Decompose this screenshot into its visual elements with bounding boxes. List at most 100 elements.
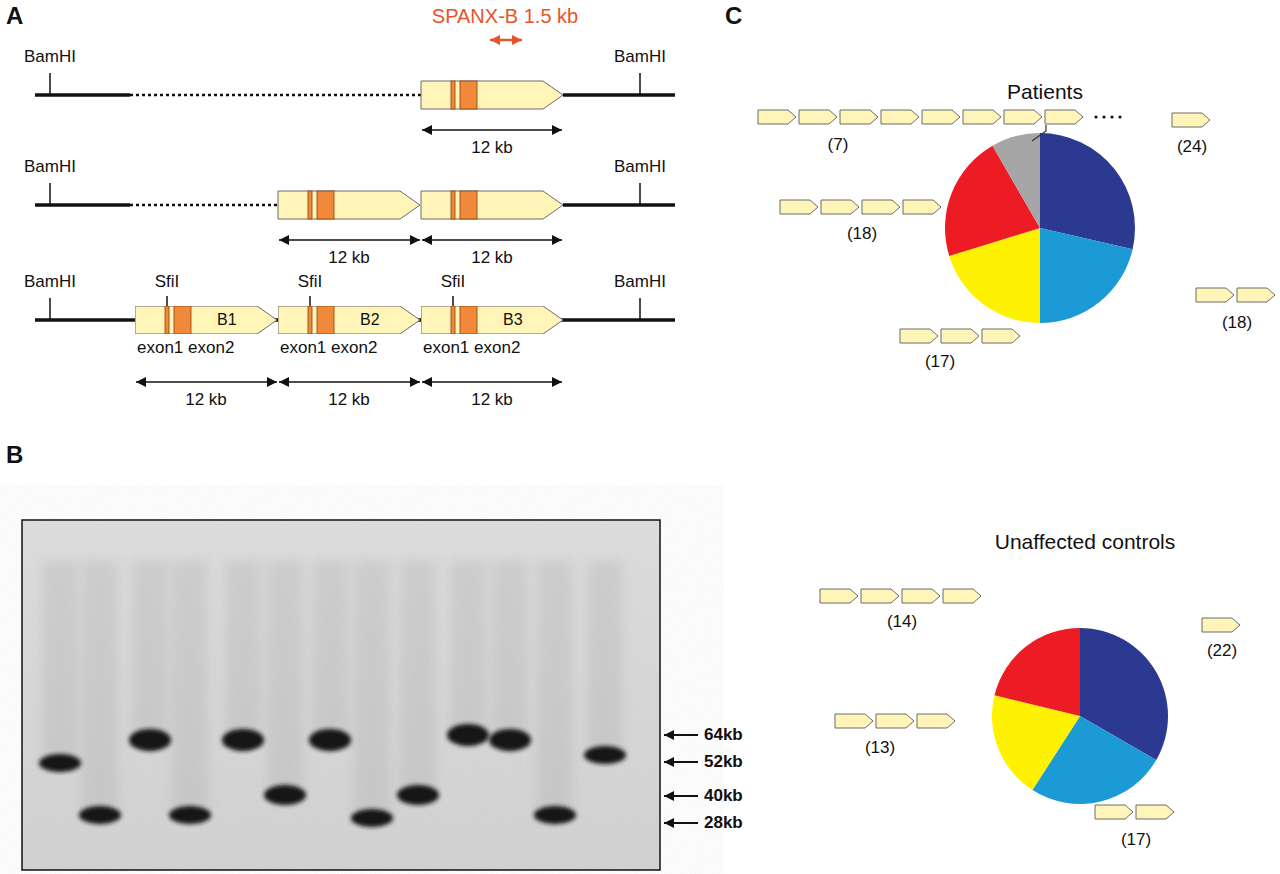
pie-chart [992,628,1168,804]
unit-outline [421,306,563,334]
unit-icon [1095,805,1133,819]
count-label: (22) [1207,642,1237,661]
gene-unit-shape [421,191,563,219]
unit-icon [821,200,859,214]
gel-band [79,806,121,824]
unit-outline [421,191,563,219]
pie-slice [993,133,1041,228]
panel-b [22,520,698,870]
gel-background [22,520,660,870]
lane-smear [267,560,303,795]
unit-label: B1 [217,312,237,328]
genomic-gap [130,204,278,207]
gene-unit: B3 [421,306,563,334]
site-label: BamHI [24,158,76,177]
lane-smear [587,560,623,755]
size-arrow [422,129,562,131]
gel-band [309,729,351,751]
site-tick [49,73,51,95]
leader-line [1032,125,1046,141]
lane-smear [450,560,486,735]
marker-arrow [664,795,698,797]
unit-icon [922,110,960,124]
pie-title: Unaffected controls [995,530,1176,553]
exon-label: exon1 exon2 [137,339,234,358]
site-tick [309,296,311,310]
unit-shape [278,306,420,334]
pie-title: Patients [1007,80,1083,103]
gel-band [489,729,531,751]
size-arrow [490,39,522,42]
unit-icon [861,589,899,603]
size-arrow [279,381,420,383]
site-label: SfiI [155,273,180,292]
unit-icon [876,714,914,728]
size-arrow [136,381,277,383]
exon-label: exon1 exon2 [423,339,520,358]
panel-letter: C [725,3,742,29]
lane-smear [492,560,528,740]
gene-unit-shape [421,81,563,109]
unit-icon [881,110,919,124]
gel-band [447,724,489,746]
count-label: (17) [925,353,955,372]
gene-unit-shape [135,306,277,334]
gel-band [584,746,626,764]
site-label: BamHI [614,158,666,177]
pie-chart [945,133,1135,323]
unit-icon [1202,618,1240,632]
unit-outline [135,306,277,334]
unit-icon [780,200,818,214]
lane-smear [225,560,261,740]
exon-stripe [165,306,169,334]
panel-a [35,40,675,382]
count-label: (14) [887,613,917,632]
marker-label: 52kb [704,753,743,772]
genomic-line [563,203,675,207]
genomic-gap [130,94,421,97]
gel-band [39,754,81,772]
count-label: (18) [1222,314,1252,333]
marker-label: 40kb [704,787,743,806]
unit-shape [421,306,563,334]
site-tick [639,183,641,205]
unit-icon [1045,110,1083,124]
marker-arrow [664,761,698,763]
unit-shape [135,306,277,334]
unit-icon [1136,805,1174,819]
unit-icon [1237,288,1275,302]
count-label: (17) [1121,831,1151,850]
unit-icon [1004,110,1042,124]
ellipsis-dot [1094,115,1097,118]
marker-label: 64kb [704,726,743,745]
lane-smear [132,560,168,740]
count-label: (13) [865,739,895,758]
gel-band [129,729,171,751]
exon-stripe [451,306,455,334]
marker-arrow [664,734,698,736]
size-label: 12 kb [471,249,513,268]
unit-icon [820,589,858,603]
unit-icon [799,110,837,124]
size-label: 12 kb [471,139,513,158]
site-label: BamHI [614,273,666,292]
unit-icon [1196,288,1234,302]
pie-slice [1040,228,1133,323]
unit-outline [278,191,420,219]
panel-letter: B [6,442,23,468]
gel-band [351,809,393,827]
site-label: BamHI [614,48,666,67]
unit-icon [943,589,981,603]
unit-icon [902,589,940,603]
gel-band [534,806,576,824]
size-label: 12 kb [471,391,513,410]
site-label: BamHI [24,48,76,67]
pie-slice [994,628,1080,716]
unit-icon [917,714,955,728]
exon-stripe [174,306,191,334]
lane-smear [537,560,573,815]
gene-label: SPANX-B 1.5 kb [432,5,578,27]
gene-unit: B1 [135,306,277,334]
count-label: (18) [847,225,877,244]
